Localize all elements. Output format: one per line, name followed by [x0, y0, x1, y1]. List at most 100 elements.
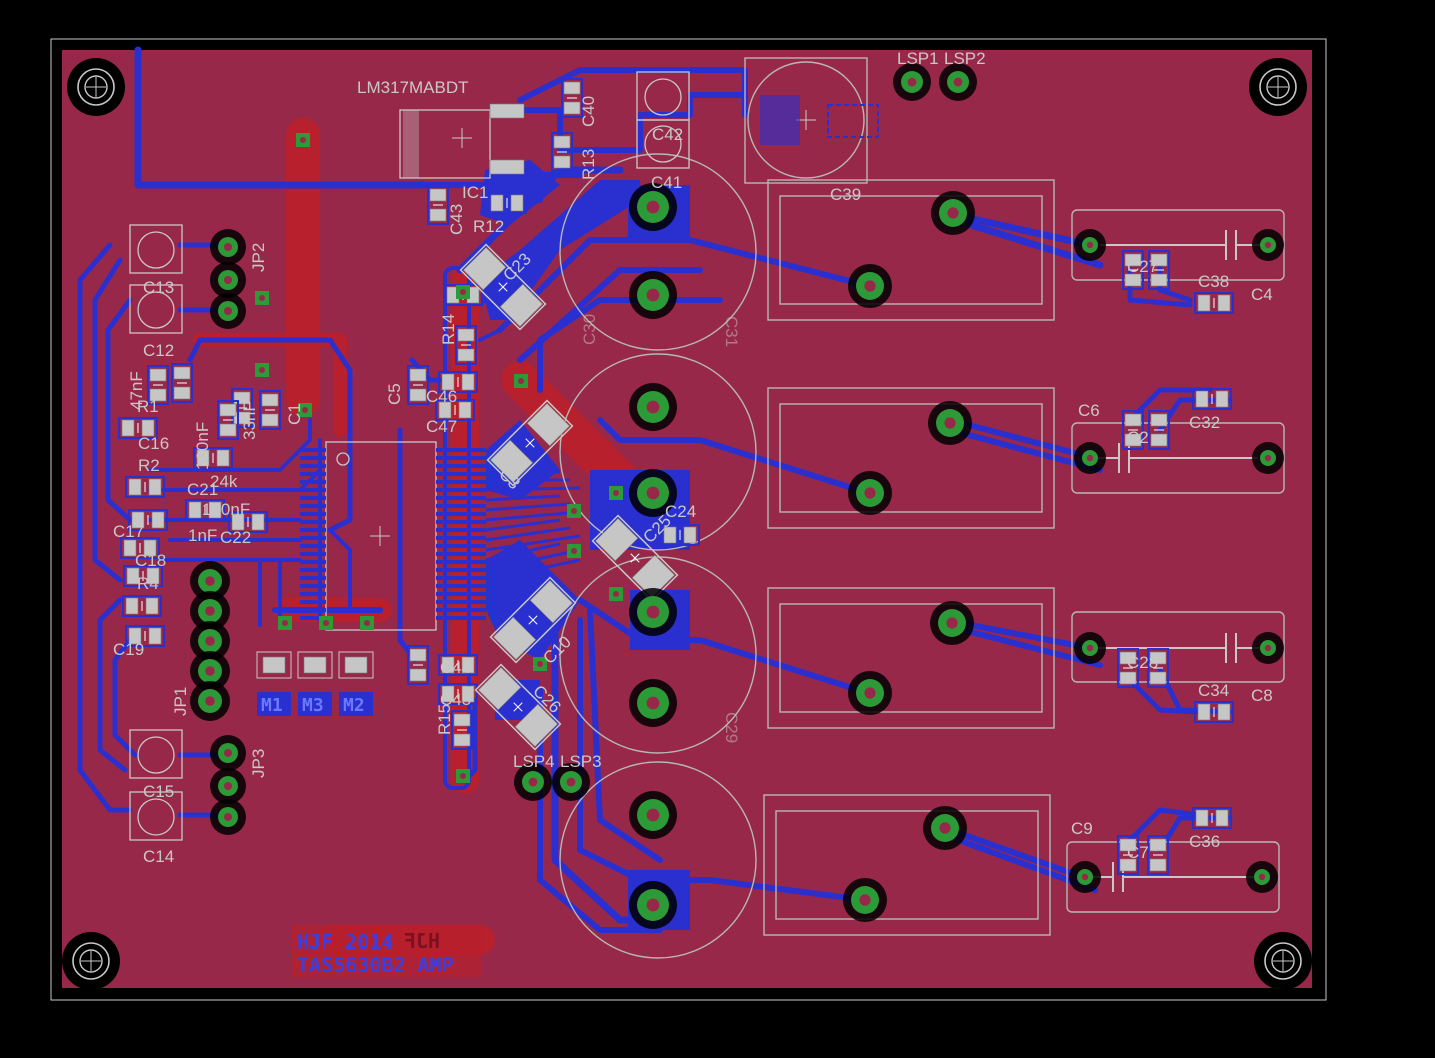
- smd-outline: [193, 447, 233, 469]
- smd-pad: [457, 348, 475, 362]
- smd-pad: [631, 554, 676, 599]
- smd-pad: [553, 155, 571, 169]
- ic-pin: [300, 600, 326, 604]
- header-pin: [190, 561, 230, 601]
- jumper-pin: [210, 293, 246, 329]
- ic-right-pins: [436, 448, 581, 620]
- main-ic-footprint[interactable]: [300, 441, 581, 631]
- smd-pad: [683, 526, 697, 544]
- ic-pin: [300, 592, 326, 596]
- pad-drill: [1264, 454, 1272, 462]
- pad-drill: [859, 894, 871, 906]
- jumper-pin: [210, 262, 246, 298]
- smd-pad: [1124, 433, 1142, 447]
- label-c15: C15: [143, 782, 174, 801]
- smd-component: [1147, 835, 1169, 875]
- pad-drill: [1086, 454, 1094, 462]
- smd-pad: [1150, 273, 1168, 287]
- label-c1: C1: [285, 403, 304, 425]
- smd-pad: [125, 597, 139, 615]
- smd-pad: [563, 81, 581, 95]
- smd-pad: [461, 373, 475, 391]
- smd-outline: [1148, 410, 1170, 450]
- ic-pin: [300, 464, 326, 468]
- pad-drill: [646, 808, 660, 822]
- smd-outline: [123, 565, 163, 587]
- snubber-pad: [1252, 632, 1284, 664]
- smd-pad: [148, 478, 162, 496]
- smd-pad: [219, 403, 237, 417]
- label-c41: C41: [651, 173, 682, 192]
- ic-pin: [300, 504, 326, 508]
- pad-drill: [528, 777, 538, 787]
- smd-component: [438, 654, 478, 676]
- label-c29: C29: [722, 712, 741, 743]
- label-c40: C40: [579, 96, 598, 127]
- smd-pad: [141, 419, 155, 437]
- silkscreen-labels: LM317MABDT IC1 R12 C39 C41 C42 C13 C12 C…: [113, 49, 1273, 866]
- snubber-pad: [1246, 861, 1278, 893]
- label-c38: C38: [1198, 272, 1229, 291]
- label-c5: C5: [385, 383, 404, 405]
- ic-fanout-trace: [485, 502, 571, 512]
- inductor-pad: [928, 401, 972, 445]
- label-c8: C8: [1251, 686, 1273, 705]
- pad-drill: [646, 200, 660, 214]
- speaker-pad: [514, 763, 552, 801]
- smd-center-mark: [498, 282, 508, 292]
- via: [255, 363, 269, 377]
- ic-pin: [436, 608, 486, 612]
- smd-outline: [407, 645, 429, 685]
- label-lsp4: LSP4: [513, 752, 555, 771]
- smd-component: [147, 365, 169, 405]
- via: [456, 285, 470, 299]
- pad-drill: [646, 486, 660, 500]
- label-r4: R4: [137, 574, 159, 593]
- smd-pad: [1119, 838, 1137, 852]
- smd-component: [1147, 648, 1169, 688]
- smd-component: [1117, 648, 1139, 688]
- smd-pad: [188, 501, 202, 519]
- pad-drill: [205, 666, 215, 676]
- brand-text: HJF HJF 2014 TAS5630B2 AMP: [292, 925, 482, 977]
- via: [567, 504, 581, 518]
- pad-drill: [646, 400, 660, 414]
- capacitor-c39-footprint[interactable]: [744, 57, 879, 184]
- smd-component: [451, 710, 473, 750]
- smd-outline: [561, 78, 583, 118]
- ic-pin: [436, 568, 486, 572]
- pad-drill: [864, 687, 876, 699]
- smd-pad: [149, 368, 167, 382]
- inductor-pad: [843, 878, 887, 922]
- ic-pin: [300, 480, 326, 484]
- ic-pin: [300, 536, 326, 540]
- ic-pin: [300, 560, 326, 564]
- ic-pin: [300, 544, 326, 548]
- ic-pin: [436, 616, 486, 620]
- label-c22: C22: [220, 528, 251, 547]
- smd-pad: [526, 402, 571, 447]
- label-jp1: JP1: [171, 687, 190, 716]
- smd-pad: [1149, 838, 1167, 852]
- via-drill: [364, 620, 370, 626]
- regulator-lm317-footprint[interactable]: [399, 103, 525, 179]
- pad-drill: [224, 749, 232, 757]
- smd-large-cap: [459, 243, 547, 331]
- label-c42: C42: [652, 125, 683, 144]
- smd-component: [1148, 410, 1170, 450]
- ic-fanout-trace: [485, 534, 581, 552]
- smd-outline: [487, 192, 527, 214]
- label-r2: R2: [138, 456, 160, 475]
- electrolytic-pad: [629, 791, 677, 839]
- electrolytic-pad: [629, 679, 677, 727]
- via: [609, 486, 623, 500]
- electrolytic-outlines: [559, 153, 757, 959]
- smd-pad: [1217, 703, 1231, 721]
- label-c37: C27: [1127, 257, 1158, 276]
- smd-pad: [553, 135, 571, 149]
- smd-pad: [1215, 809, 1229, 827]
- via-drill: [460, 773, 466, 779]
- pad-drill: [1264, 644, 1272, 652]
- ic-pin: [436, 576, 486, 580]
- smd-outline: [128, 509, 168, 531]
